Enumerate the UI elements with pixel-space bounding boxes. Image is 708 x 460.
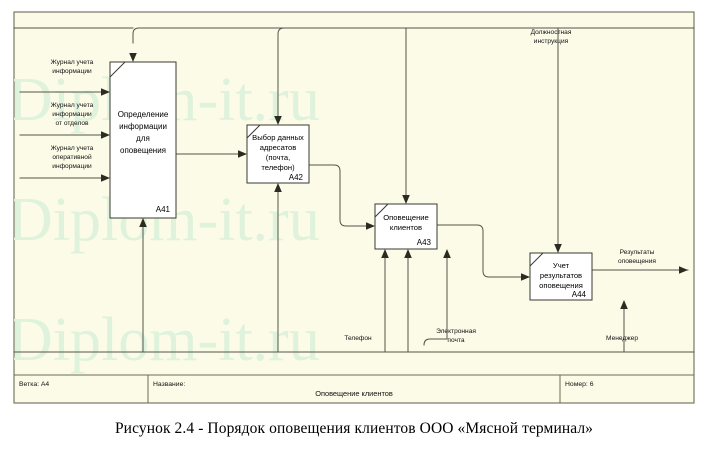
label-input-3-line-0: Журнал учета [51,145,94,152]
box-a42-line-2: (почта, [266,153,290,162]
connector-layer [13,27,695,353]
box-a42-line-0: Выбор данных [252,133,304,142]
flow-a43-a44 [436,224,522,278]
label-manager: Менеджер [606,335,638,342]
label-input-1-line-0: Журнал учета [51,59,94,66]
label-output-line-1: оповещения [618,258,656,265]
control-line-a41 [132,27,559,44]
footer-name-value: Оповещение клиентов [315,389,393,398]
box-a44-line-2: оповещения [539,281,583,290]
diagram-footer: Ветка: А4 Название: Оповещение клиентов … [14,374,694,403]
label-input-2-line-0: Журнал учета [51,102,94,109]
label-email-line-0: Электронная [436,328,476,335]
box-a44-line-1: результатов [540,271,582,280]
label-input-2-line-1: информации [52,111,92,118]
box-a43-line-0: Оповещение [383,213,428,222]
box-a41-line-2: для [136,134,150,143]
box-a41-line-3: оповещения [120,146,166,155]
box-a42-code: A42 [289,173,304,182]
idef0-canvas: Diplom-it.ru Diplom-it.ru Diplom-it.ru [8,11,695,404]
arrow-labels: Журнал учета информации Журнал учета инф… [51,29,657,344]
box-a42-line-3: телефон) [261,163,295,172]
box-a44[interactable]: Учет результатов оповещения A44 [529,252,593,301]
box-a43-code: A43 [417,238,432,247]
box-a41-line-0: Определение [118,110,169,119]
flow-a42-a43 [308,164,367,227]
box-a41[interactable]: Определение информации для оповещения A4… [109,61,177,219]
box-a42[interactable]: Выбор данных адресатов (почта, телефон) … [246,124,310,184]
label-control-line-1: инструкция [534,38,569,45]
box-a43[interactable]: Оповещение клиентов A43 [374,203,438,250]
label-input-2-line-2: от отделов [55,120,89,127]
footer-number: Номер: 6 [565,381,594,388]
label-email-line-1: почта [447,337,464,344]
label-input-3-line-2: информации [52,163,92,170]
box-a41-code: A41 [156,205,171,214]
box-a41-line-1: информации [119,122,167,131]
label-input-1-line-1: информации [52,68,92,75]
box-a42-line-1: адресатов [260,143,297,152]
footer-name-label: Название: [153,381,185,388]
label-output-line-0: Результаты [620,249,655,256]
box-corner-mark [374,203,389,218]
box-a44-line-0: Учет [553,261,570,270]
figure-caption: Рисунок 2.4 - Порядок оповещения клиенто… [114,420,594,437]
arrowheads [101,53,688,309]
function-boxes: Определение информации для оповещения A4… [109,61,593,301]
box-corner-mark [246,124,261,139]
label-phone: Телефон [344,335,372,342]
mechanism-line-a43-3 [423,257,448,346]
box-a44-code: A44 [572,290,587,299]
box-corner-mark [529,252,544,267]
svg-text:Diplom-it.ru: Diplom-it.ru [8,306,320,374]
box-corner-mark [109,61,126,78]
control-line-a42 [277,27,559,117]
label-input-3-line-1: оперативной [52,153,92,161]
footer-branch: Ветка: А4 [19,381,49,388]
label-control-line-0: Должностная [531,29,572,36]
box-a43-line-1: клиентов [390,223,422,232]
